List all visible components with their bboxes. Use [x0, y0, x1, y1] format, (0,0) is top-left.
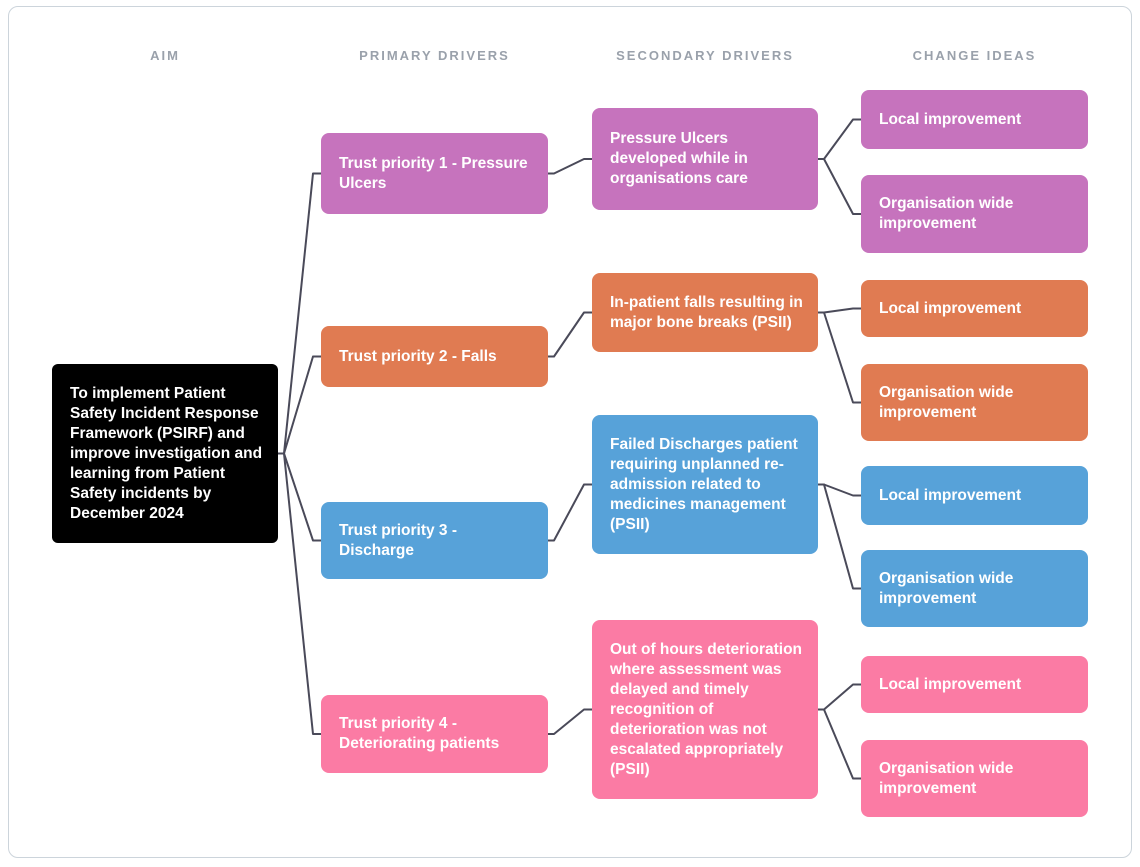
secondary-driver-discharge[interactable]: Failed Discharges patient requiring unpl… [592, 415, 818, 554]
node-label: Trust priority 4 - Deteriorating patient… [339, 715, 500, 752]
column-header-change-ideas: CHANGE IDEAS [912, 48, 1037, 63]
secondary-driver-deteriorating-patients[interactable]: Out of hours deterioration where assessm… [592, 620, 818, 799]
column-header-secondary-drivers: SECONDARY DRIVERS [616, 48, 794, 63]
node-label: Failed Discharges patient requiring unpl… [610, 435, 798, 533]
column-header-aim: AIM [150, 48, 180, 63]
node-label: Local improvement [879, 675, 1022, 693]
change-idea-deteriorating-patients-local[interactable]: Local improvement [861, 656, 1088, 713]
node-label: Trust priority 2 - Falls [339, 347, 497, 365]
node-label: Organisation wide improvement [879, 195, 1014, 232]
primary-driver-discharge[interactable]: Trust priority 3 - Discharge [321, 502, 548, 579]
change-idea-falls-local[interactable]: Local improvement [861, 280, 1088, 337]
aim-node-label: To implement Patient Safety Incident Res… [70, 384, 263, 522]
secondary-driver-falls[interactable]: In-patient falls resulting in major bone… [592, 273, 818, 352]
node-label: In-patient falls resulting in major bone… [610, 293, 803, 331]
change-idea-deteriorating-patients-organisation-wide[interactable]: Organisation wide improvement [861, 740, 1088, 817]
node-label: Trust priority 3 - Discharge [339, 521, 457, 559]
change-idea-pressure-ulcers-organisation-wide[interactable]: Organisation wide improvement [861, 175, 1088, 253]
node-label: Local improvement [879, 110, 1022, 128]
node-label: Trust priority 1 - Pressure Ulcers [339, 154, 528, 192]
node-label: Out of hours deterioration where assessm… [610, 640, 803, 778]
node-label: Local improvement [879, 299, 1022, 317]
node-label: Organisation wide improvement [879, 383, 1014, 421]
secondary-driver-pressure-ulcers[interactable]: Pressure Ulcers developed while in organ… [592, 108, 818, 210]
node-label: Pressure Ulcers developed while in organ… [610, 130, 748, 187]
primary-driver-pressure-ulcers[interactable]: Trust priority 1 - Pressure Ulcers [321, 133, 548, 214]
primary-driver-falls[interactable]: Trust priority 2 - Falls [321, 326, 548, 387]
node-label: Local improvement [879, 486, 1022, 504]
aim-node[interactable]: To implement Patient Safety Incident Res… [52, 364, 278, 543]
node-label: Organisation wide improvement [879, 759, 1014, 797]
column-header-primary-drivers: PRIMARY DRIVERS [359, 48, 510, 63]
change-idea-falls-organisation-wide[interactable]: Organisation wide improvement [861, 364, 1088, 441]
primary-driver-deteriorating-patients[interactable]: Trust priority 4 - Deteriorating patient… [321, 695, 548, 773]
node-label: Organisation wide improvement [879, 569, 1014, 607]
change-idea-discharge-organisation-wide[interactable]: Organisation wide improvement [861, 550, 1088, 627]
change-idea-pressure-ulcers-local[interactable]: Local improvement [861, 90, 1088, 149]
change-idea-discharge-local[interactable]: Local improvement [861, 466, 1088, 525]
